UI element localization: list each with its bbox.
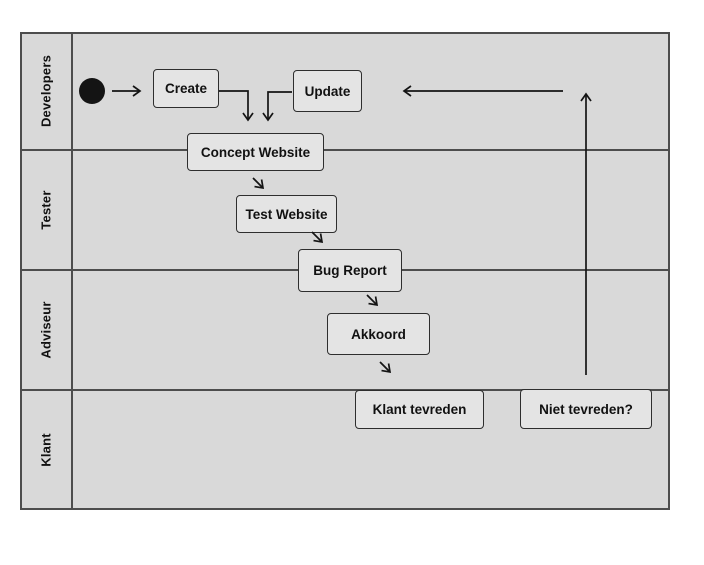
node-bug-report: Bug Report [298,249,402,292]
lane-divider-developers-tester [20,149,670,151]
node-concept-website: Concept Website [187,133,324,171]
node-create: Create [153,69,219,108]
node-klant-tevreden: Klant tevreden [355,390,484,429]
lane-label-tester: Tester [38,190,54,230]
lane-label-column-divider [71,32,73,510]
lane-label-developers: Developers [38,54,54,128]
lane-label-klant: Klant [38,433,54,467]
node-akkoord: Akkoord [327,313,430,355]
initial-node [79,78,105,104]
node-niet-tevreden: Niet tevreden? [520,389,652,429]
node-update: Update [293,70,362,112]
lane-label-adviseur: Adviseur [38,301,54,359]
lane-divider-adviseur-klant [20,389,670,391]
node-test-website: Test Website [236,195,337,233]
